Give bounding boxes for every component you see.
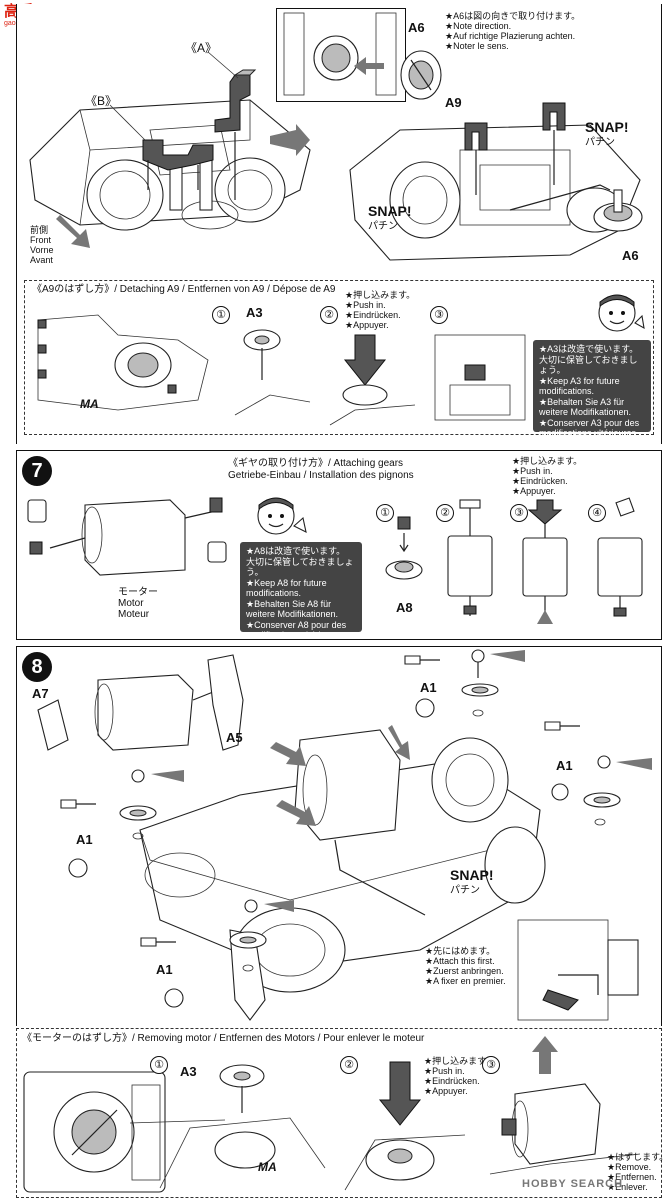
gear-step-3: ③: [510, 504, 528, 522]
motor-label: モーター Motor Moteur: [118, 587, 158, 620]
keep-a3-callout: ★A3は改造で使います。 大切に保管しておきましょう。 ★Keep A3 for…: [533, 340, 651, 438]
gear-step-2: ②: [436, 504, 454, 522]
motor-step-1: ①: [150, 1056, 168, 1074]
gear-step1-drawing: [385, 516, 423, 580]
a9-step-2: ②: [320, 306, 338, 324]
motor-step2-drawing: [344, 1061, 466, 1191]
motor-step-2: ②: [340, 1056, 358, 1074]
label-a3-a9-panel: A3: [246, 305, 263, 320]
chassis-illustration-right: [349, 124, 641, 261]
a9-detach-panel: [24, 280, 654, 435]
step8-detail-inset: [517, 919, 639, 1021]
part-a-shape: [214, 69, 257, 200]
label-part-b: 《B》: [85, 94, 118, 108]
label-a1-left: A1: [76, 832, 93, 847]
label-a9: A9: [445, 95, 462, 110]
label-a8: A8: [396, 600, 413, 615]
motor-step3-drawing: [489, 1036, 641, 1175]
label-a7: A7: [32, 686, 49, 701]
motor-push-note: ★押し込みます。 ★Push in. ★Eindrücken. ★Appuyer…: [424, 1056, 495, 1096]
motor-removal-closeup: [23, 1071, 166, 1193]
gear-step2-drawing: [447, 499, 493, 616]
part-a9-right: [542, 102, 566, 185]
leader-lines-top-left: [56, 51, 310, 248]
motor-step-3: ③: [482, 1056, 500, 1074]
label-a1-top: A1: [420, 680, 437, 695]
label-a6: A6: [408, 20, 425, 35]
a6-part-single: [400, 50, 442, 100]
a9-body-logo: MA: [80, 397, 99, 411]
screw-assembly-bottom: [140, 899, 294, 1008]
snap-label-left: SNAP!パチン: [368, 203, 412, 233]
gear-step-1: ①: [376, 504, 394, 522]
a9-step2-drawing: [329, 334, 416, 426]
a3-tool-a9-panel: [234, 329, 311, 416]
part-b-shape: [142, 139, 214, 190]
a9-step-3: ③: [430, 306, 448, 324]
step7-motor-drawing: [27, 497, 227, 576]
label-part-a: 《A》: [185, 41, 218, 55]
front-label: 前側 Front Vorne Avant: [30, 225, 54, 265]
motor-step1-drawing: [129, 1064, 326, 1189]
screw-assembly-right: [544, 721, 652, 826]
mascot-figure-step7: [257, 497, 307, 535]
a6-direction-note: ★A6は図の向きで取り付けます。 ★Note direction. ★Auf r…: [445, 11, 581, 51]
motor-removal-panel: [16, 1028, 662, 1198]
a9-step3-drawing: [434, 334, 526, 421]
attach-first-note: ★先にはめます。 ★Attach this first. ★Zuerst anb…: [425, 946, 506, 986]
step-7-number: 7: [22, 456, 52, 486]
motor-remove-note: ★はずします。 ★Remove. ★Entfernen. ★Enlever.: [607, 1152, 666, 1192]
gear-step4-drawing: [597, 497, 643, 617]
label-a1-bottom: A1: [156, 962, 173, 977]
label-a3-motor-panel: A3: [180, 1064, 197, 1079]
a6-inset-drawing: [283, 12, 397, 96]
step-8-number: 8: [22, 652, 52, 682]
a9-detach-heading: 《A9のはずし方》/ Detaching A9 / Entfernen von …: [32, 284, 336, 295]
a9-panel-body-view: [37, 314, 209, 411]
screw-assembly-top-right: [404, 649, 525, 718]
label-a6-lower: A6: [622, 248, 639, 263]
step7-heading-1: 《ギヤの取り付け方》/ Attaching gears: [228, 458, 404, 469]
mascot-figure-a9: [598, 294, 645, 332]
gear-step3-drawing: [522, 499, 568, 624]
label-a1-right: A1: [556, 758, 573, 773]
a6-gear-part: [593, 189, 643, 232]
keep-a8-callout: ★A8は改造で使います。 大切に保管しておきましょう。 ★Keep A8 for…: [240, 542, 362, 640]
screw-assembly-left: [60, 769, 184, 878]
part-a9-left: [464, 122, 488, 195]
step7-push-note: ★押し込みます。 ★Push in. ★Eindrücken. ★Appuyer…: [512, 456, 583, 496]
step8-motor-exploded: [37, 654, 244, 751]
snap-label-step8: SNAP!パチン: [450, 867, 494, 897]
step7-heading-2: Getriebe-Einbau / Installation des pigno…: [228, 470, 414, 481]
gear-step-4: ④: [588, 504, 606, 522]
label-a5: A5: [226, 730, 243, 745]
snap-label-right: SNAP!パチン: [585, 119, 629, 149]
step8-chassis-illustration: [139, 729, 546, 1021]
motor-body-logo: MA: [258, 1160, 277, 1174]
a9-step-1: ①: [212, 306, 230, 324]
watermark-hobby-search: HOBBY SEARCH: [522, 1178, 624, 1190]
motor-removal-heading: 《モーターのはずし方》/ Removing motor / Entfernen …: [22, 1033, 425, 1044]
a9-push-note: ★押し込みます。 ★Push in. ★Eindrücken. ★Appuyer…: [345, 290, 416, 330]
